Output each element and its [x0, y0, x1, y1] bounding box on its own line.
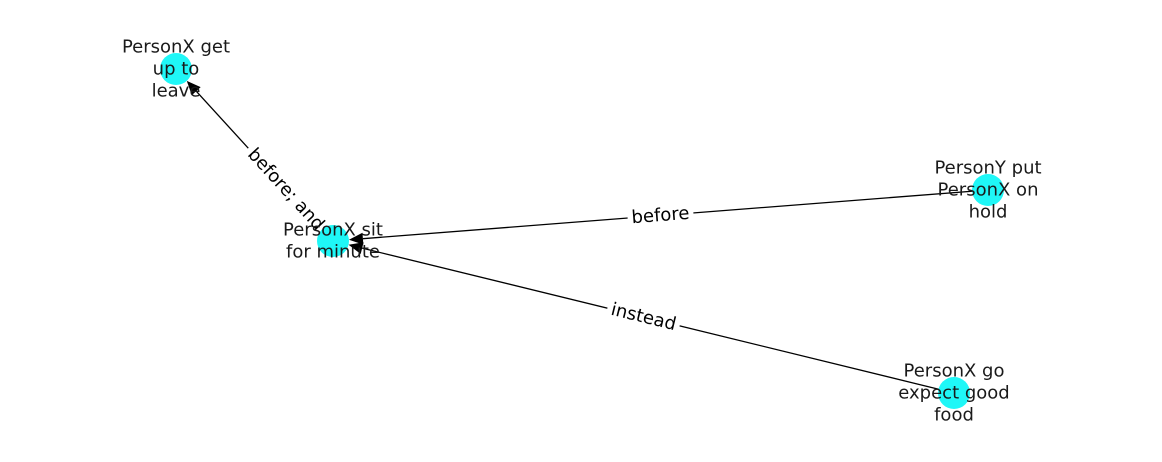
- node-label-line: for minute: [286, 242, 380, 263]
- edge-label: instead: [604, 296, 683, 338]
- edge-label-background: [239, 140, 333, 239]
- node-label-line: expect good: [898, 383, 1009, 404]
- edge-label-text: instead: [609, 299, 678, 335]
- arrowhead-sit-to-get-up: [186, 80, 201, 96]
- node-sit: [317, 225, 349, 257]
- edge-label-background: [626, 201, 695, 230]
- node-label-line: PersonX get: [122, 37, 230, 58]
- node-label-line: hold: [969, 202, 1008, 223]
- node-hold: [972, 174, 1004, 206]
- arrowhead-hold-to-sit: [348, 232, 364, 245]
- arrowhead-go-to-sit: [348, 242, 364, 254]
- nodes-layer: [160, 53, 1004, 409]
- node-go: [938, 377, 970, 409]
- node-label-line: leave: [152, 81, 201, 102]
- node-label-line: food: [934, 405, 974, 426]
- node-label-line: PersonX sit: [283, 220, 383, 241]
- edge-label: before: [626, 201, 695, 230]
- node-get-up: [160, 53, 192, 85]
- node-label-line: PersonY put: [934, 158, 1041, 179]
- node-label-line: PersonX go: [904, 361, 1005, 382]
- node-label-line: up to: [153, 59, 200, 80]
- node-label-line: PersonX on: [938, 180, 1039, 201]
- edge-label-text: before: [631, 203, 690, 228]
- edge-label-background: [604, 296, 683, 338]
